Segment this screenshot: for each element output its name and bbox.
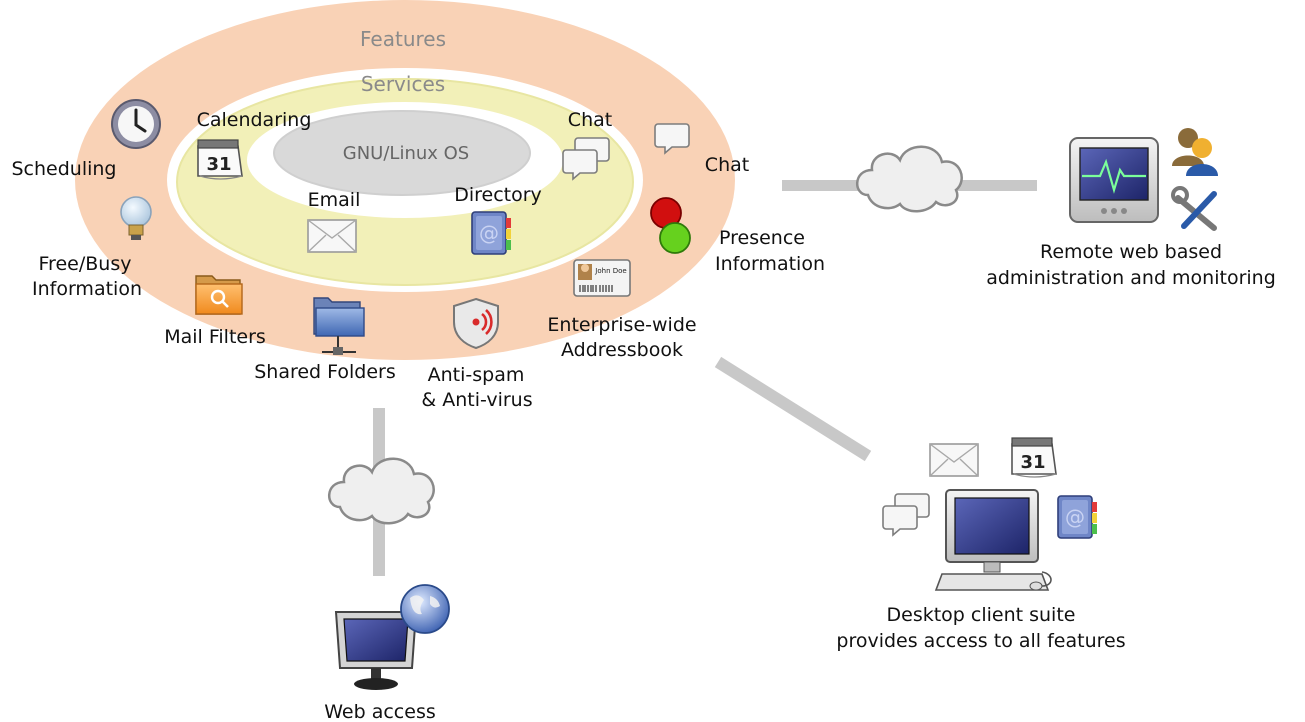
- globe-icon: [400, 584, 450, 634]
- desktop-client-node: 31 Desktop client suite provides access …: [836, 437, 1126, 652]
- remote-admin-label-line1: Remote web based: [1040, 241, 1222, 263]
- connector-desktop-client: [714, 356, 872, 462]
- services-title: Services: [361, 72, 445, 96]
- email-label: Email: [308, 189, 361, 211]
- desktop-computer-icon: [934, 489, 1052, 591]
- web-monitor-icon: [334, 611, 418, 690]
- card-name: John Doe: [594, 267, 626, 275]
- scheduling-label: Scheduling: [11, 158, 116, 180]
- addressbook-feature: John Doe Enterprise-wide Addressbook: [547, 259, 697, 361]
- envelope-icon: [929, 443, 979, 477]
- presence-label-line2: Information: [715, 253, 825, 275]
- shared-folders-label: Shared Folders: [254, 361, 396, 383]
- users-icon: [1172, 128, 1218, 176]
- chat-feature: Chat: [654, 123, 749, 176]
- contact-card-icon: John Doe: [573, 259, 631, 297]
- chat-service: Chat: [562, 109, 612, 180]
- presence-status-icon: [650, 197, 691, 254]
- web-access-node: Web access: [324, 457, 450, 722]
- shield-icon: [453, 297, 499, 350]
- core-os: [273, 110, 531, 196]
- desktop-client-label-line2: provides access to all features: [836, 630, 1125, 652]
- addressbook-label-line1: Enterprise-wide: [547, 314, 696, 336]
- directory-service: Directory: [454, 184, 542, 255]
- features-title: Features: [360, 27, 446, 51]
- service-rings: [75, 0, 735, 360]
- calendar-day: 31: [206, 154, 231, 175]
- presence-label-line1: Presence: [719, 227, 805, 249]
- antispam-label-line2: & Anti-virus: [421, 389, 532, 411]
- clock-icon: [111, 99, 161, 149]
- calendar-icon: 31: [197, 139, 243, 180]
- shared-folder-icon: [313, 297, 365, 355]
- addressbook-label-line2: Addressbook: [561, 339, 683, 361]
- free-busy-label-line2: Information: [32, 278, 142, 300]
- lightbulb-icon: [120, 196, 152, 240]
- cloud-icon: [327, 457, 435, 525]
- antispam-label-line1: Anti-spam: [428, 364, 525, 386]
- mail-filters-label: Mail Filters: [164, 326, 266, 348]
- presence-feature: Presence Information: [650, 197, 825, 275]
- chat-bubbles-icon: [882, 493, 930, 536]
- cloud-icon: [855, 145, 963, 213]
- filter-folder-icon: [195, 275, 243, 315]
- email-service: Email: [307, 189, 361, 253]
- remote-admin-label-line2: administration and monitoring: [986, 267, 1276, 289]
- directory-label: Directory: [454, 184, 542, 206]
- chat-feature-label: Chat: [705, 154, 749, 176]
- addressbook-icon: [1057, 495, 1098, 539]
- mail-filters-feature: Mail Filters: [164, 275, 266, 348]
- free-busy-label-line1: Free/Busy: [39, 253, 132, 275]
- core-title: GNU/Linux OS: [343, 143, 469, 164]
- desktop-calendar-day: 31: [1020, 452, 1045, 473]
- addressbook-icon: [471, 211, 512, 255]
- web-access-label: Web access: [324, 701, 436, 722]
- calendar-icon: 31: [1011, 437, 1057, 478]
- tools-icon: [1171, 186, 1217, 231]
- antispam-feature: Anti-spam & Anti-virus: [421, 297, 533, 411]
- scheduling-feature: Scheduling: [11, 99, 161, 180]
- shared-folders-feature: Shared Folders: [254, 297, 396, 383]
- monitor-icon: [1069, 137, 1159, 223]
- envelope-icon: [307, 219, 357, 253]
- chat-service-label: Chat: [568, 109, 612, 131]
- calendaring-label: Calendaring: [197, 109, 312, 131]
- calendaring-service: 31 Calendaring: [197, 109, 312, 180]
- desktop-client-label-line1: Desktop client suite: [887, 604, 1076, 626]
- free-busy-feature: Free/Busy Information: [32, 196, 152, 300]
- remote-admin-node: Remote web based administration and moni…: [855, 128, 1276, 289]
